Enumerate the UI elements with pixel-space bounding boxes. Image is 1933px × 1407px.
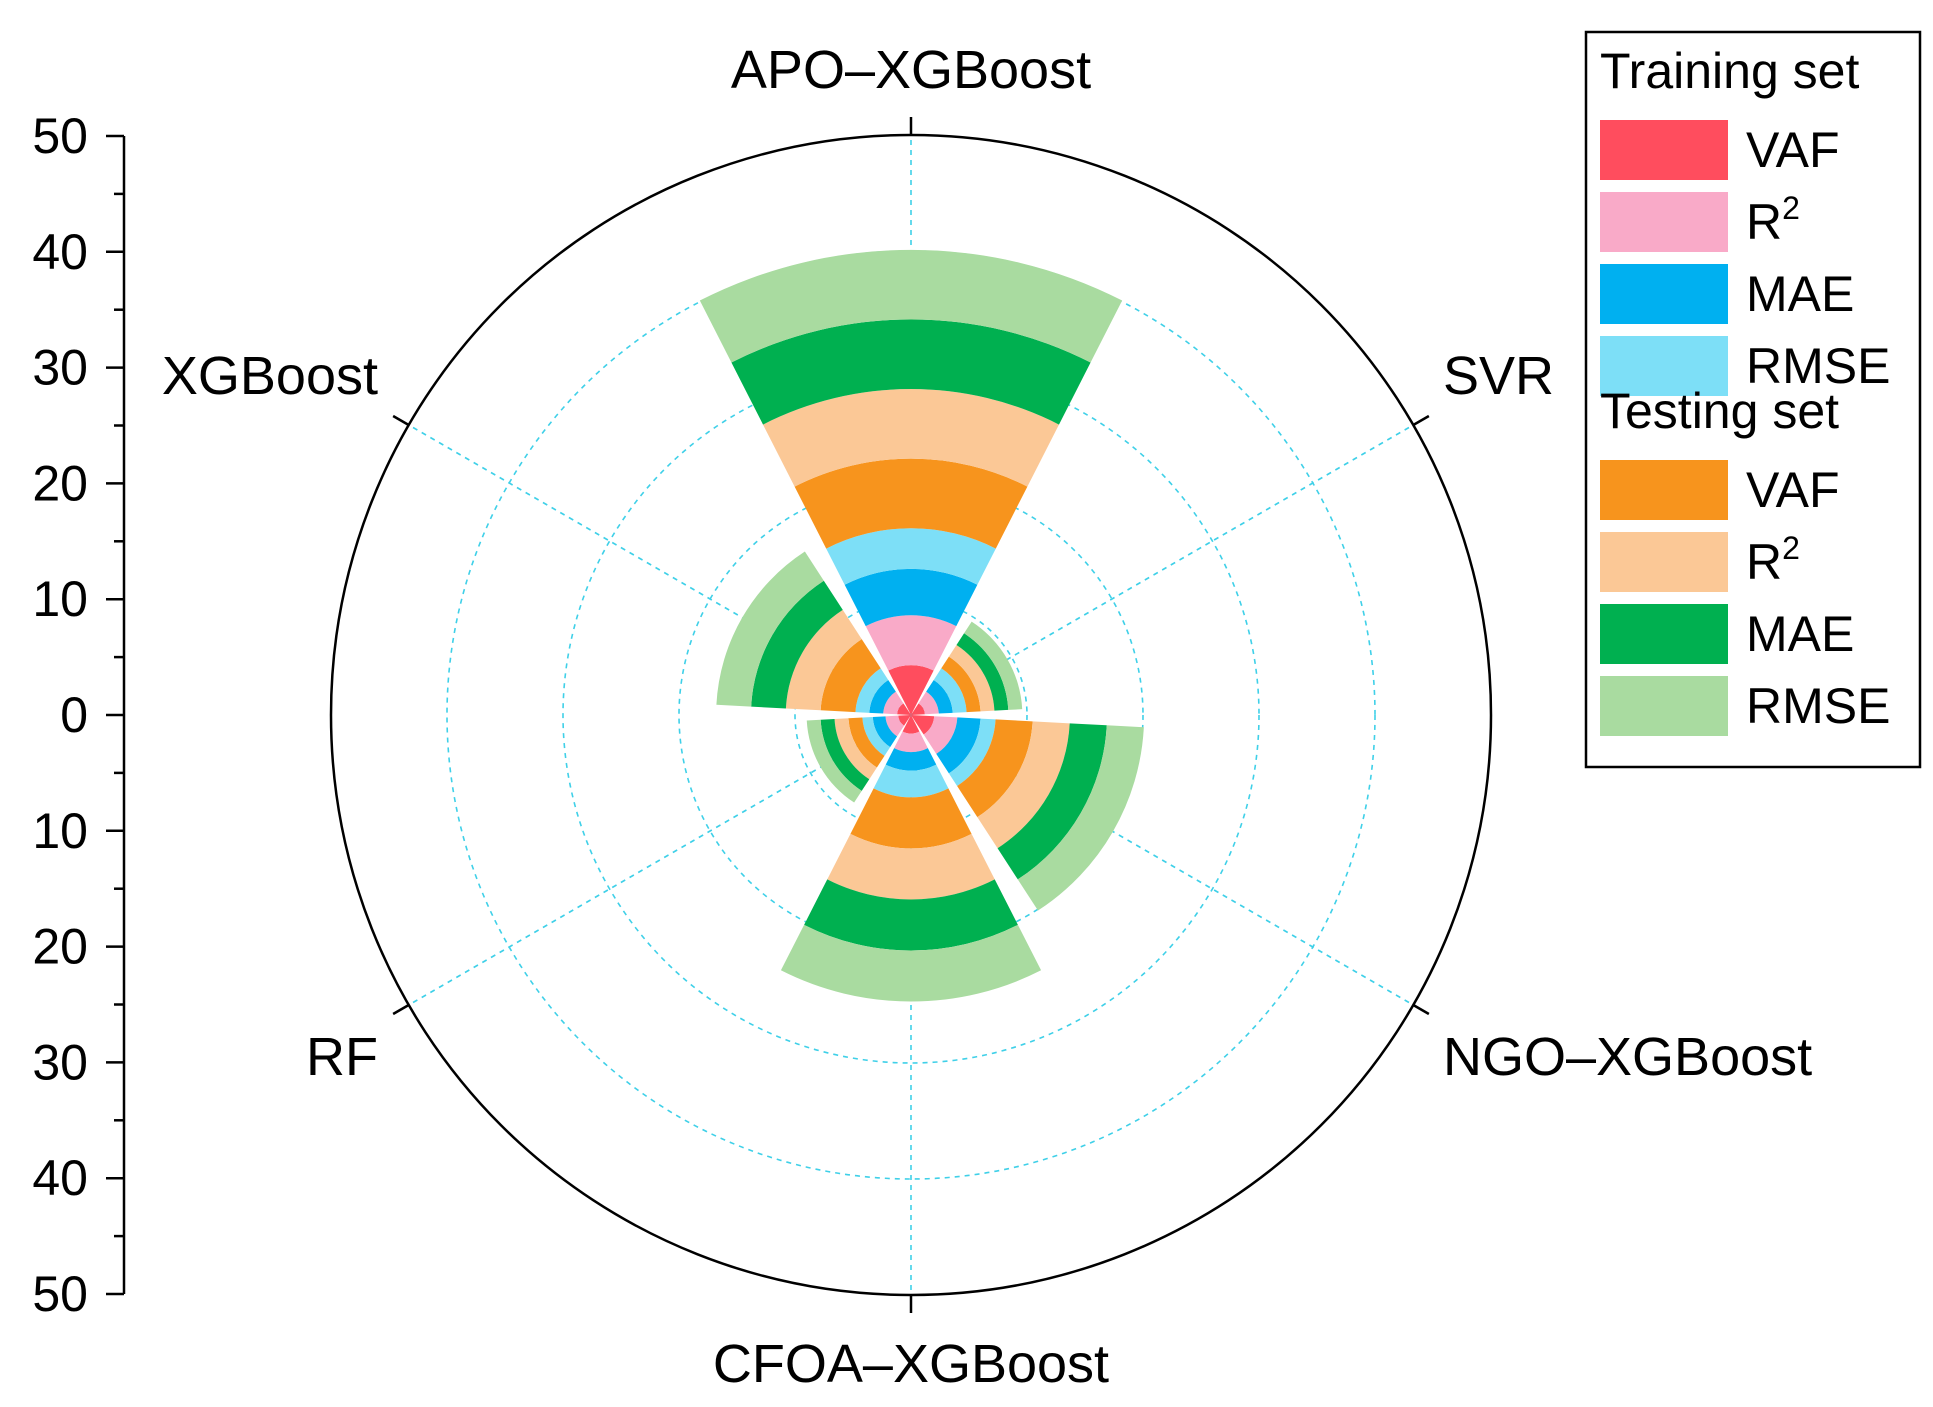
category-label-ngo-xgboost: NGO–XGBoost — [1443, 1027, 1812, 1087]
legend-entry-testing-set-mae: MAE — [1746, 606, 1854, 662]
bar-apo-xgboost-training-set-mae — [844, 568, 978, 627]
bar-cfoa-xgboost-testing-set-mae — [804, 879, 1018, 951]
bar-ngo-xgboost-testing-set-mae — [997, 723, 1107, 880]
legend-swatch-testing-set-r2 — [1600, 532, 1728, 592]
bar-ngo-xgboost-training-set-rmse — [948, 718, 996, 787]
grid-circle — [562, 366, 1260, 1064]
category-label-apo-xgboost: APO–XGBoost — [731, 40, 1091, 100]
bar-ngo-xgboost-testing-set-vaf — [957, 719, 1033, 818]
legend-entry-testing-set-vaf: VAF — [1746, 462, 1840, 518]
category-label-cfoa-xgboost: CFOA–XGBoost — [713, 1334, 1109, 1394]
bar-rf-testing-set-vaf — [848, 717, 885, 768]
legend-superscript: 2 — [1782, 190, 1800, 226]
bar-cfoa-xgboost-training-set-mae — [885, 748, 937, 771]
bar-svr-testing-set-mae — [956, 633, 1009, 711]
radial-tick-label: 40 — [32, 1150, 88, 1206]
grid-spoke — [408, 714, 912, 1006]
radial-tick-label: 20 — [32, 455, 88, 511]
bar-xgboost-testing-set-vaf — [820, 639, 881, 713]
radial-tick-label: 50 — [32, 1266, 88, 1322]
bar-svr-testing-set-r2 — [948, 644, 995, 712]
radial-tick-label: 0 — [60, 687, 88, 743]
bar-xgboost-training-set-mae — [869, 679, 896, 714]
angular-tick — [392, 414, 410, 427]
legend-entry-training-set-mae: MAE — [1746, 266, 1854, 322]
radial-tick-label: 20 — [32, 919, 88, 975]
bar-ngo-xgboost-training-set-vaf — [911, 715, 935, 735]
bar-cfoa-xgboost-testing-set-r2 — [827, 833, 995, 900]
bar-xgboost-training-set-vaf — [897, 703, 911, 715]
polar-bars — [699, 249, 1144, 1002]
bar-cfoa-xgboost-training-set-vaf — [902, 715, 920, 734]
bar-svr-training-set-r2 — [918, 691, 939, 715]
radial-tick-label: 30 — [32, 340, 88, 396]
bar-rf-training-set-vaf — [898, 715, 911, 726]
legend-swatch-testing-set-rmse — [1600, 676, 1728, 736]
bar-apo-xgboost-testing-set-mae — [731, 319, 1091, 425]
bar-apo-xgboost-training-set-rmse — [826, 528, 996, 585]
radial-tick-label: 50 — [32, 108, 88, 164]
legend-swatch-training-set-rmse — [1600, 336, 1728, 396]
angular-tick — [392, 1003, 410, 1016]
legend-swatch-training-set-r2 — [1600, 192, 1728, 252]
bar-rf-training-set-mae — [872, 716, 898, 748]
bar-rf-testing-set-rmse — [806, 719, 862, 803]
category-label-xgboost: XGBoost — [162, 346, 378, 406]
bar-cfoa-xgboost-training-set-rmse — [873, 764, 949, 798]
angular-tick — [1412, 1003, 1430, 1016]
bar-cfoa-xgboost-testing-set-rmse — [780, 924, 1042, 1002]
radial-tick-label: 10 — [32, 571, 88, 627]
bar-ngo-xgboost-training-set-r2 — [923, 716, 958, 754]
bar-apo-xgboost-testing-set-rmse — [699, 249, 1123, 363]
legend-swatch-testing-set-vaf — [1600, 460, 1728, 520]
bar-svr-training-set-rmse — [933, 668, 967, 713]
legend-swatch-testing-set-mae — [1600, 604, 1728, 664]
legend-swatch-training-set-vaf — [1600, 120, 1728, 180]
bar-svr-testing-set-vaf — [941, 656, 981, 713]
bar-xgboost-training-set-rmse — [855, 668, 889, 713]
legend-entry-testing-set-rmse: RMSE — [1746, 678, 1890, 734]
bar-apo-xgboost-testing-set-vaf — [794, 458, 1028, 549]
bar-apo-xgboost-training-set-vaf — [888, 665, 934, 715]
bar-xgboost-training-set-r2 — [883, 691, 904, 715]
bar-ngo-xgboost-testing-set-r2 — [977, 721, 1070, 849]
bar-cfoa-xgboost-testing-set-vaf — [850, 788, 972, 849]
bar-ngo-xgboost-training-set-mae — [936, 717, 981, 774]
legend-title-training-set: Training set — [1600, 43, 1859, 99]
grid-spoke — [408, 424, 912, 716]
category-label-svr: SVR — [1443, 346, 1554, 406]
grid-spoke — [910, 714, 1414, 1006]
bar-xgboost-testing-set-rmse — [716, 551, 824, 707]
legend-entry-training-set-rmse: RMSE — [1746, 338, 1890, 394]
bar-svr-testing-set-rmse — [964, 621, 1023, 710]
bar-svr-training-set-mae — [926, 679, 953, 714]
radial-tick-label: 10 — [32, 803, 88, 859]
bar-ngo-xgboost-testing-set-rmse — [1017, 725, 1144, 911]
legend-title-testing-set: Testing set — [1600, 383, 1839, 439]
angular-tick — [1412, 414, 1430, 427]
bar-apo-xgboost-testing-set-r2 — [763, 389, 1059, 487]
bar-xgboost-testing-set-r2 — [785, 609, 862, 711]
legend-entry-training-set-vaf: VAF — [1746, 122, 1840, 178]
bar-rf-testing-set-mae — [820, 719, 870, 791]
legend-superscript: 2 — [1782, 530, 1800, 566]
legend-swatch-training-set-mae — [1600, 264, 1728, 324]
bar-rf-testing-set-r2 — [834, 718, 877, 780]
radial-tick-label: 40 — [32, 224, 88, 280]
radial-tick-label: 30 — [32, 1034, 88, 1090]
grid-spoke — [910, 424, 1414, 716]
category-label-rf: RF — [306, 1027, 378, 1087]
radial-axis: 50 40 30 20 10 0 10 20 30 40 50 — [32, 108, 126, 1322]
polar-frame — [329, 117, 1493, 1313]
bar-svr-training-set-vaf — [911, 703, 925, 715]
bar-apo-xgboost-training-set-r2 — [865, 615, 957, 671]
grid-circle — [446, 250, 1376, 1180]
bar-rf-training-set-r2 — [885, 715, 905, 737]
bar-rf-training-set-rmse — [862, 717, 891, 756]
bar-xgboost-testing-set-mae — [751, 580, 843, 709]
bar-cfoa-xgboost-training-set-r2 — [894, 731, 928, 753]
